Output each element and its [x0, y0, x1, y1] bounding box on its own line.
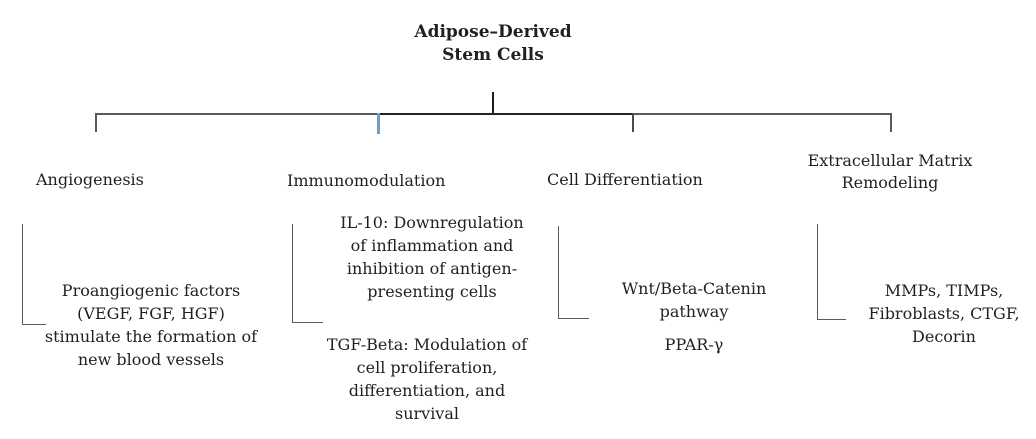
- bracket-line-right-segment: [633, 113, 891, 115]
- branch-label-angiogenesis: Angiogenesis: [36, 170, 144, 189]
- branch-tick-ecm-remodeling: [890, 113, 892, 132]
- note-il10: IL-10: Downregulation of inflammation an…: [340, 213, 524, 301]
- root-node-title: Adipose–Derived Stem Cells: [414, 22, 572, 65]
- note-ppar-gamma: PPAR-γ: [664, 335, 724, 354]
- branch-label-ecm-remodeling: Extracellular Matrix Remodeling: [807, 151, 973, 192]
- note-wnt-beta-catenin: Wnt/Beta-Catenin pathway: [621, 279, 767, 321]
- sub-bracket-angiogenesis: [22, 224, 46, 325]
- note-proangiogenic-factors: Proangiogenic factors (VEGF, FGF, HGF) s…: [44, 281, 258, 369]
- branch-tick-cell-differentiation: [632, 113, 634, 132]
- bracket-line-mid-segment: [378, 113, 633, 115]
- branch-label-cell-differentiation: Cell Differentiation: [547, 170, 703, 189]
- bracket-line-left-segment: [95, 113, 379, 115]
- sub-bracket-immunomodulation: [292, 224, 323, 323]
- sub-bracket-cell-differentiation: [558, 226, 589, 319]
- sub-bracket-ecm-remodeling: [817, 224, 846, 320]
- note-mmps-timps: MMPs, TIMPs, Fibroblasts, CTGF, Decorin: [868, 281, 1020, 346]
- branch-tick-angiogenesis: [95, 113, 97, 132]
- note-tgf-beta: TGF-Beta: Modulation of cell proliferati…: [326, 335, 528, 423]
- branch-tick-immunomodulation: [377, 113, 380, 134]
- branch-label-immunomodulation: Immunomodulation: [287, 171, 446, 190]
- root-stem-line: [492, 92, 494, 114]
